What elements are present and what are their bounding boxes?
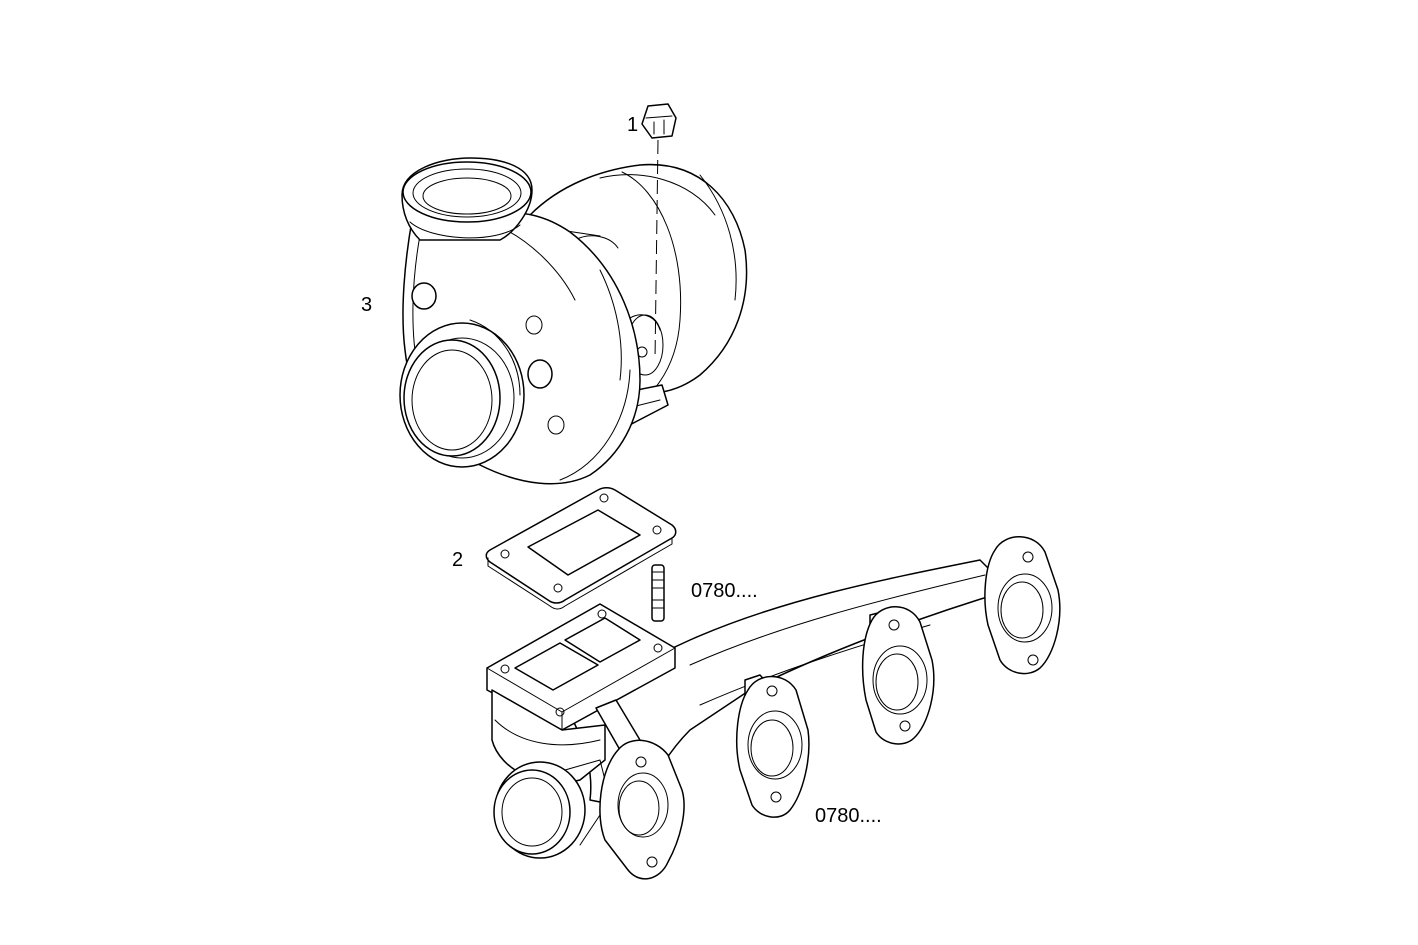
label-gasket: 2 <box>452 549 463 571</box>
turbocharger-drawing <box>399 157 748 485</box>
label-nut: 1 <box>627 114 638 136</box>
label-manifold: 0780.... <box>815 805 882 827</box>
exhaust-manifold-drawing <box>486 536 1061 880</box>
nut-leader-line <box>654 139 659 361</box>
stud-drawing <box>651 564 665 622</box>
gasket-drawing <box>485 487 677 610</box>
label-stud: 0780.... <box>691 580 758 602</box>
label-turbocharger: 3 <box>361 294 372 316</box>
nut-drawing <box>641 103 677 139</box>
